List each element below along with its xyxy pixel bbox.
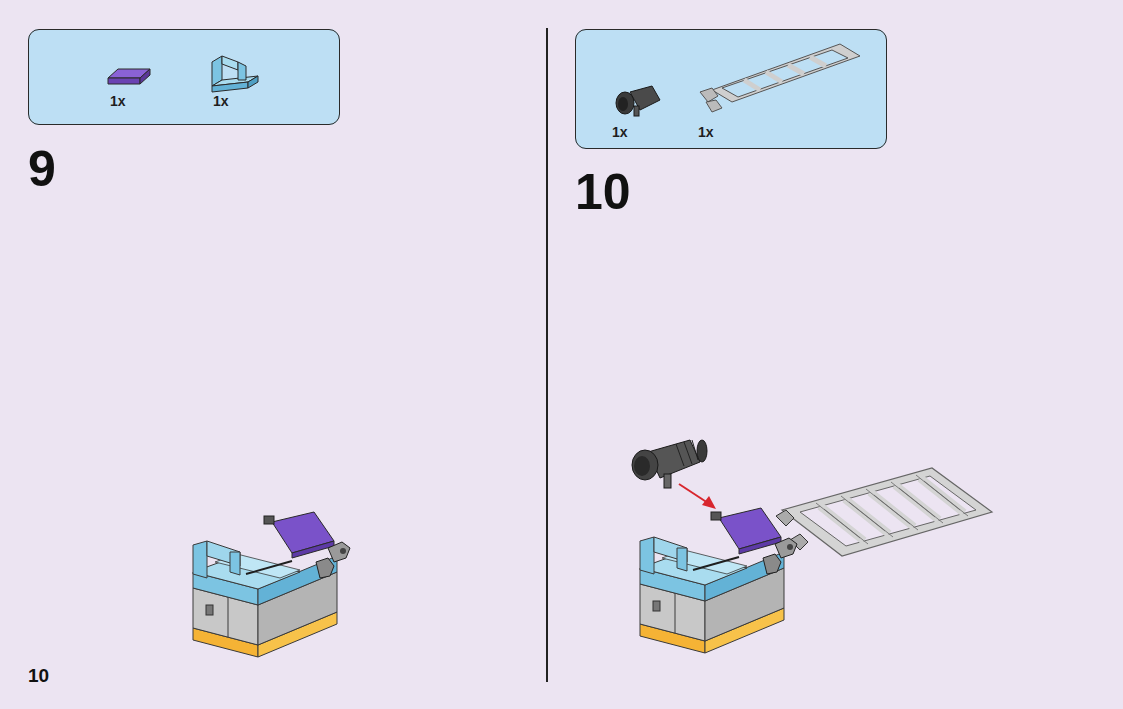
purple-tile-part: [108, 69, 150, 84]
placement-arrow: [679, 484, 716, 509]
ladder-part: [700, 44, 860, 112]
page-number: 10: [28, 666, 49, 685]
parts-callout-box: 1x 1x: [28, 29, 340, 125]
lamp-piece: [632, 440, 707, 488]
page-divider: [546, 28, 548, 682]
part-quantity: 1x: [612, 125, 628, 139]
ladder-assembly: [776, 468, 992, 556]
blue-bracket-part: [212, 56, 258, 92]
step-number: 9: [28, 144, 56, 194]
parts-panel: [28, 29, 340, 125]
parts-panel: [575, 29, 887, 149]
step-number: 10: [575, 167, 631, 217]
part-quantity: 1x: [698, 125, 714, 139]
lamp-part: [616, 86, 660, 116]
part-quantity: 1x: [213, 94, 229, 108]
part-quantity: 1x: [110, 94, 126, 108]
parts-callout-box: 1x 1x: [575, 29, 887, 149]
